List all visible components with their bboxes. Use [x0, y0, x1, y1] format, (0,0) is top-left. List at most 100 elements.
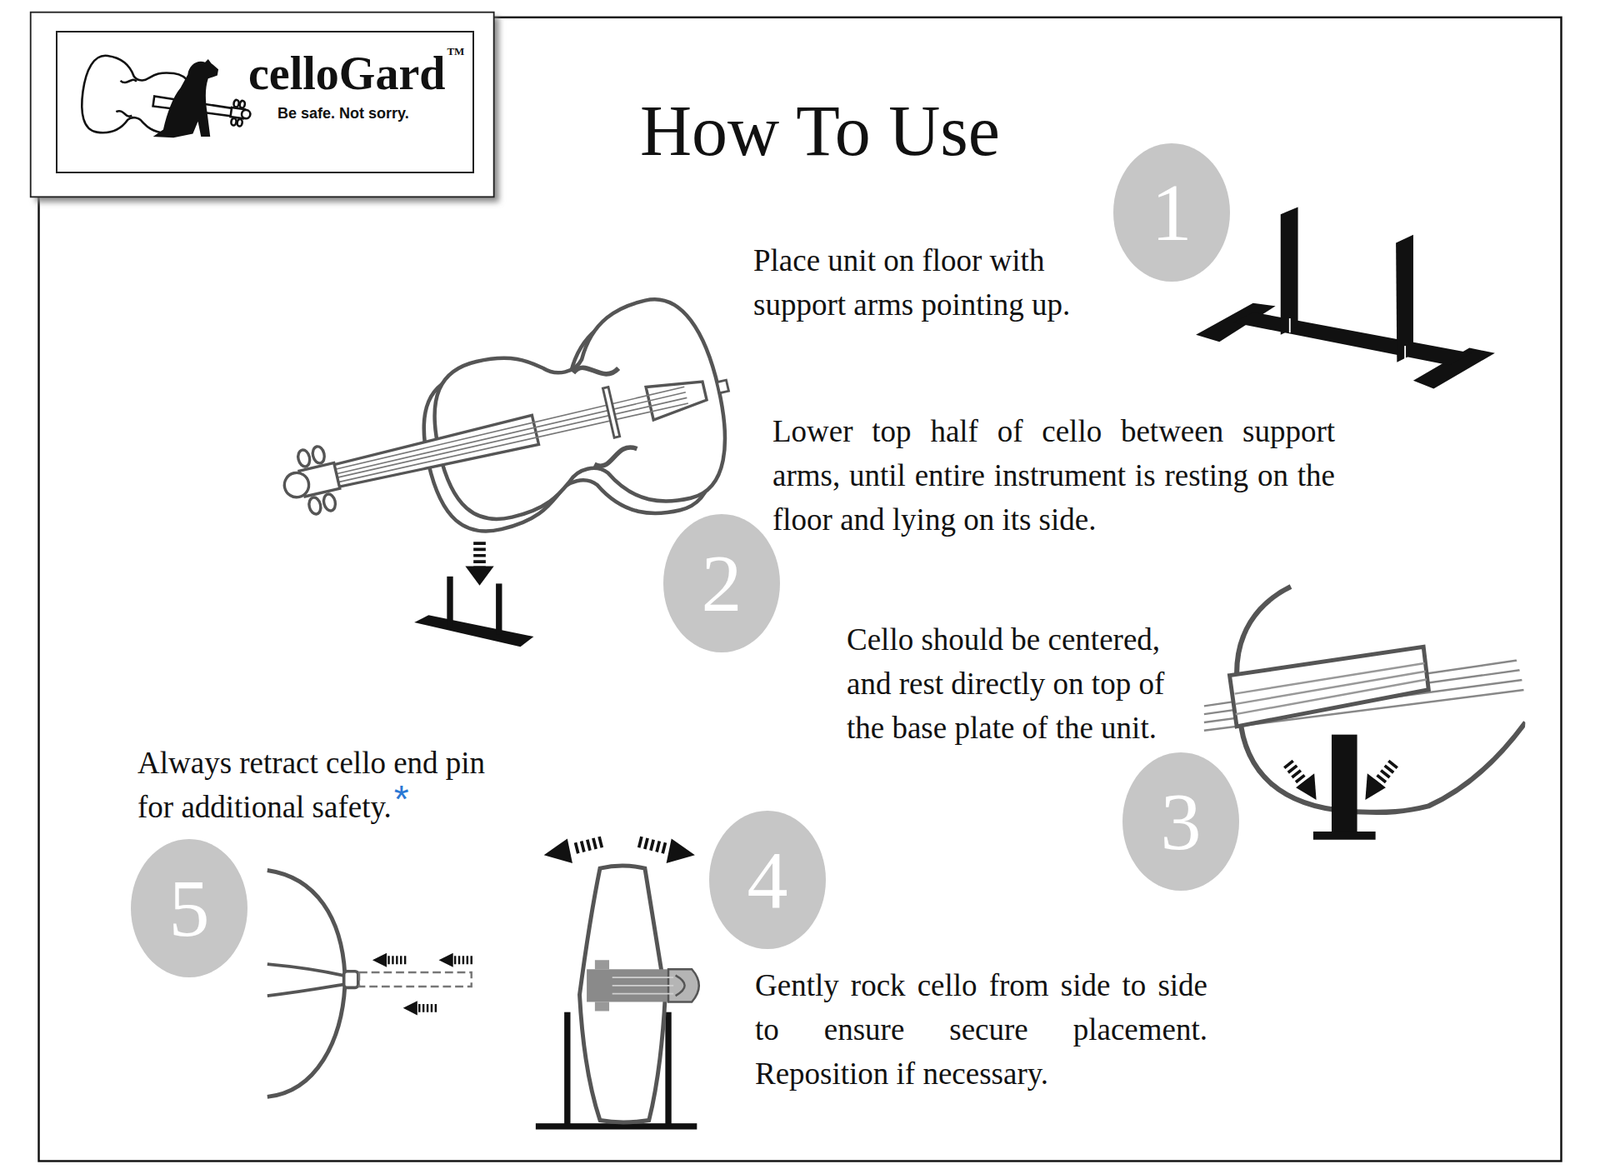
arrow-tail [573, 841, 602, 850]
logo-peg [239, 100, 245, 108]
end-pin-retracted [359, 972, 472, 987]
arrow-tail [387, 955, 406, 965]
arrow-head [1365, 773, 1385, 800]
step-instruction: Always retract cello end pin for additio… [137, 740, 521, 830]
arrow-head [1295, 773, 1316, 800]
arrow-head [666, 839, 695, 864]
stand-arm [446, 576, 453, 628]
cello-top [416, 289, 742, 551]
logo-frame [30, 12, 495, 198]
logo-dog [153, 59, 219, 138]
string [612, 985, 674, 987]
string [335, 401, 689, 485]
step-instruction: Cello should be centered, and rest direc… [846, 617, 1197, 750]
brand-name: celloGard [248, 50, 445, 97]
logo-cello [77, 53, 256, 154]
scroll [281, 470, 311, 500]
end-pin-view [267, 870, 473, 1097]
logo-peg [233, 99, 240, 107]
peg [307, 496, 323, 516]
stand-arm [1395, 235, 1414, 363]
arrow-tail [1377, 763, 1395, 784]
arrow-head [403, 1000, 418, 1015]
stand-edge [1404, 345, 1406, 360]
stand-base [535, 1123, 697, 1130]
logo-peg [230, 118, 237, 126]
arrow-head [372, 953, 387, 968]
end-button [344, 971, 359, 989]
arrow-tail [639, 841, 668, 850]
step-circle: 1 [1113, 143, 1230, 282]
logo-box: celloGardTM Be safe. Not sorry. [55, 30, 475, 174]
stand-step2 [414, 576, 534, 647]
step-circle: 4 [709, 810, 826, 950]
tail-gut [267, 964, 344, 996]
callout-number: 1 [1151, 171, 1193, 254]
stand-arm [564, 1012, 570, 1127]
end-button [716, 380, 729, 394]
body-edge [267, 985, 345, 1097]
inset-strings [1235, 663, 1427, 715]
title: How To Use [640, 95, 1000, 167]
f-holes [572, 360, 640, 469]
slogan: Be safe. Not sorry. [277, 105, 410, 123]
string [332, 386, 685, 470]
logo-peg [236, 119, 243, 127]
placement-inset [1204, 586, 1526, 813]
step-instruction: Gently rock cello from side to side to e… [755, 963, 1208, 1096]
body-edge [1236, 586, 1291, 674]
peg [322, 493, 338, 513]
stand-arm [665, 1012, 671, 1127]
logo-scroll [240, 109, 251, 120]
logo-f-holes [115, 78, 137, 118]
stand-arm [495, 583, 502, 635]
string [1235, 671, 1426, 705]
artwork [30, 12, 1562, 1162]
step-circle: 2 [663, 514, 780, 653]
arrow-tail [1287, 763, 1305, 784]
stand-edge [1289, 318, 1291, 333]
rocking-view [535, 839, 700, 1130]
callout-number: 4 [747, 839, 789, 921]
scroll-curl [675, 975, 685, 996]
step-instruction: Lower top half of cello between support … [772, 409, 1335, 542]
stand-arm [1280, 207, 1299, 335]
step-instruction: Place unit on floor with support arms po… [753, 238, 1129, 327]
step-circle: 3 [1122, 752, 1240, 891]
fingerboard [330, 415, 540, 491]
peg [310, 445, 326, 465]
stand-base [414, 615, 534, 647]
instruction-text: Cello should be centered, and rest direc… [846, 622, 1165, 745]
trademark: TM [446, 45, 465, 57]
string [333, 392, 686, 475]
support-post [1331, 735, 1358, 835]
bridge-part [595, 960, 610, 970]
string [334, 396, 687, 480]
string [1235, 680, 1427, 715]
stand-step1 [1195, 207, 1495, 390]
string [612, 976, 674, 979]
strings [332, 386, 689, 485]
instruction-text: Always retract cello end pin for additio… [137, 745, 485, 825]
bridge [602, 386, 620, 438]
callout-number: 3 [1160, 780, 1202, 863]
body-edge [267, 870, 345, 975]
body-edge [1240, 716, 1526, 813]
stand-base [1232, 312, 1472, 366]
arrow-head [439, 953, 454, 968]
string [1235, 663, 1425, 695]
callout-number: 2 [701, 542, 743, 625]
arrow-head [544, 839, 573, 864]
instruction-text: Place unit on floor with support arms po… [753, 243, 1070, 322]
instruction-text: Gently rock cello from side to side to e… [755, 968, 1208, 1091]
step-circle: 5 [130, 839, 248, 978]
inset-fingerboard [1230, 646, 1430, 727]
base-plate [1313, 831, 1376, 840]
footnote-mark: * [394, 777, 410, 821]
peg [296, 449, 312, 469]
arrow-tail [418, 1004, 437, 1013]
arrow-tail [454, 955, 473, 965]
down-arrow-head [465, 566, 494, 586]
string [612, 993, 674, 995]
instruction-text: Lower top half of cello between support … [772, 414, 1335, 537]
